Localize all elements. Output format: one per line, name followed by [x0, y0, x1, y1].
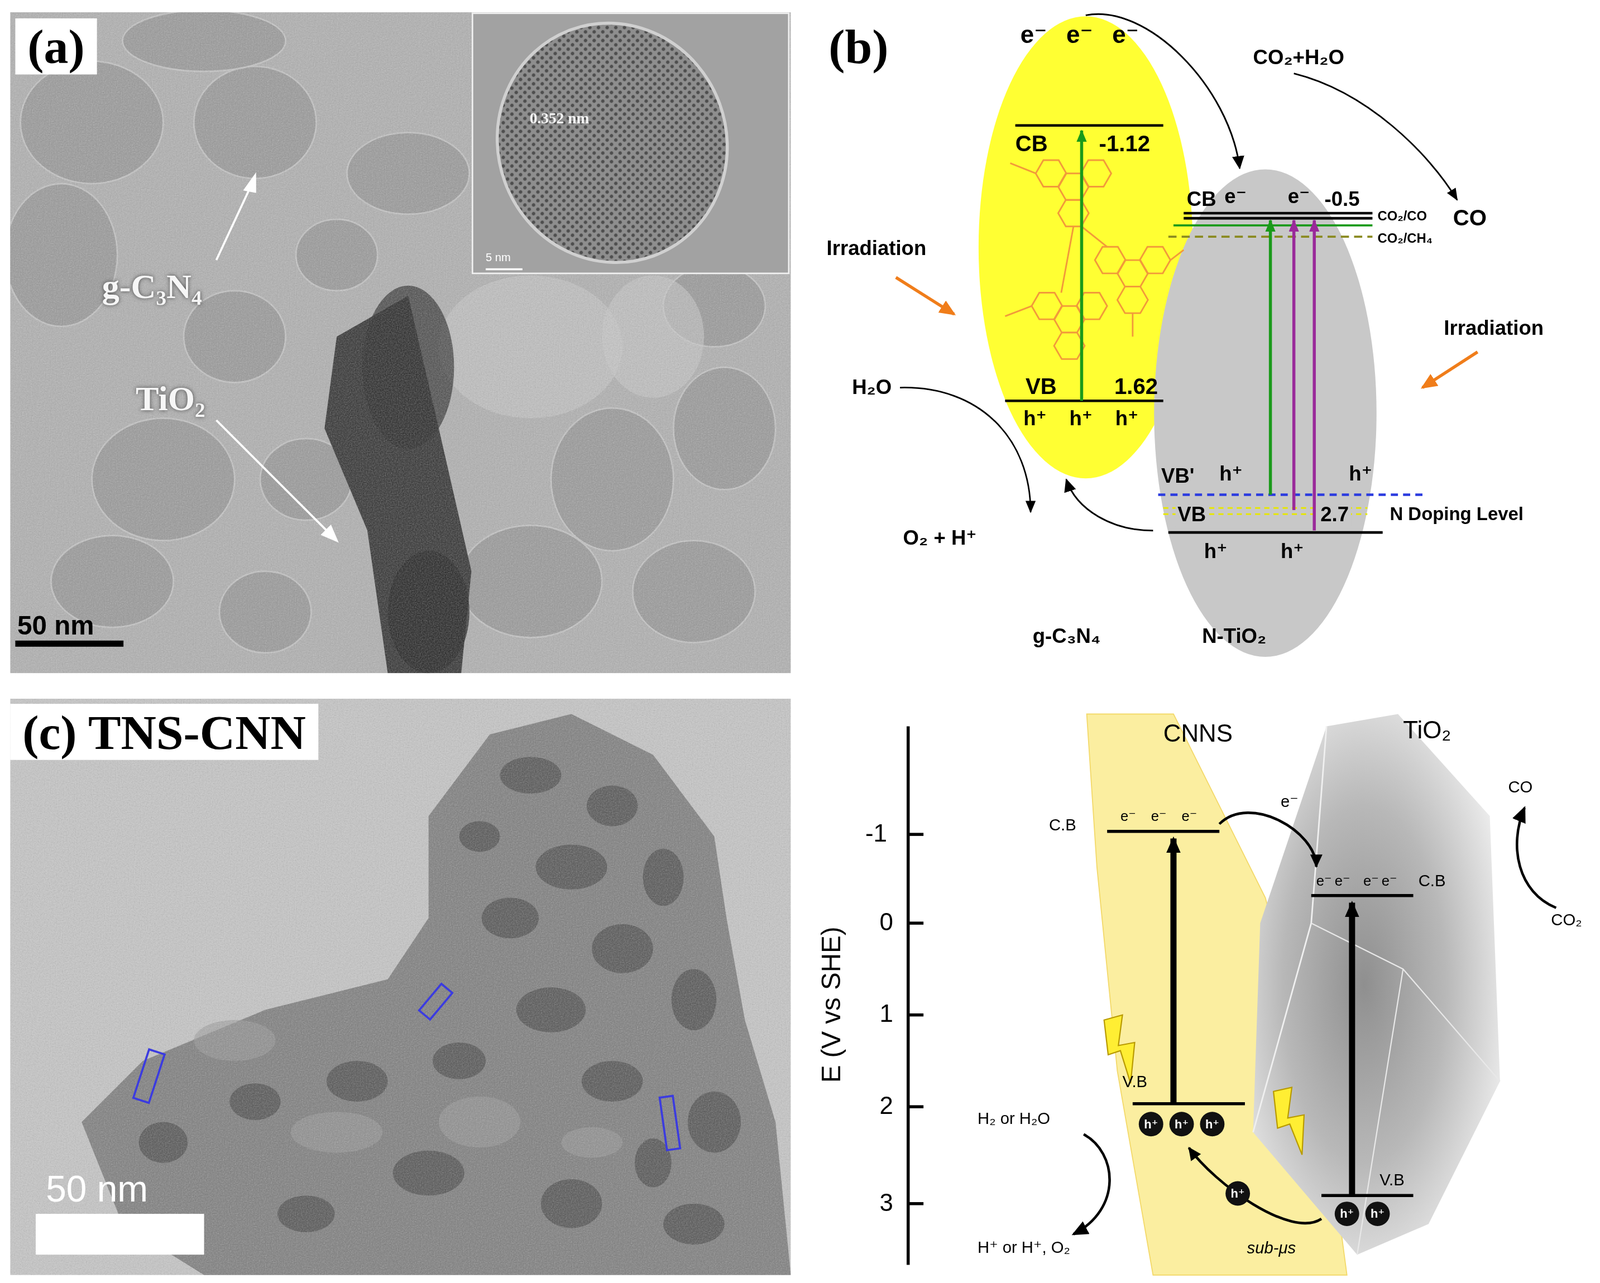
- hole-dot: h⁺: [1225, 1181, 1250, 1207]
- band-label: Irradiation: [1443, 316, 1544, 340]
- axis-title: E (V vs SHE): [815, 926, 848, 1084]
- band-label: H₂O: [851, 375, 892, 400]
- transfer-arrow: [1085, 13, 1240, 169]
- tem-image-a: [10, 12, 791, 674]
- carrier-label: e⁻: [1181, 808, 1198, 825]
- band-label: H⁺ or H⁺, O₂: [977, 1237, 1071, 1258]
- redox-label: CO₂/CO: [1377, 208, 1427, 224]
- light-bolt: [1104, 1015, 1305, 1156]
- carrier-label: e⁻: [1363, 872, 1379, 889]
- hole-dot: h⁺: [1200, 1112, 1225, 1137]
- hole-dot: h⁺: [1365, 1201, 1391, 1227]
- excitation-arrows-b: [896, 130, 1478, 531]
- band-label: e⁻: [1224, 183, 1247, 209]
- node-label: TiO₂: [1402, 716, 1451, 745]
- node-label: N-TiO₂: [1201, 624, 1267, 649]
- axis-tick: -1: [865, 819, 888, 849]
- redox-label: CO₂/CH₄: [1377, 230, 1433, 246]
- lattice-spacing: 0.352 nm: [529, 109, 590, 128]
- band-label: C.B: [1048, 816, 1077, 835]
- band-label: h⁺: [1204, 538, 1228, 564]
- band-label: CB: [1015, 130, 1048, 158]
- band-label: 1.62: [1114, 373, 1158, 401]
- band-label: h⁺: [1069, 405, 1094, 431]
- band-label: CO: [1453, 204, 1487, 232]
- band-label: 2.7: [1318, 503, 1352, 527]
- hole-dot: h⁺: [1334, 1201, 1360, 1227]
- band-label: CO₂: [1550, 911, 1582, 930]
- band-label: e⁻: [1287, 183, 1311, 209]
- transfer-arrow: [1219, 812, 1317, 867]
- scale-label: 5 nm: [485, 251, 511, 264]
- transfer-arrow: [1189, 1148, 1322, 1224]
- axis-tick: 3: [879, 1188, 894, 1218]
- band-label: Irradiation: [826, 236, 927, 261]
- panel-tag: (a): [15, 18, 97, 75]
- carrier-label: e⁻: [1020, 20, 1048, 50]
- band-label: CB: [1186, 187, 1217, 212]
- band-label: C.B: [1418, 872, 1446, 891]
- melem-structure: [1004, 160, 1184, 359]
- band-label: VB: [1175, 503, 1209, 527]
- axis-tick: 0: [879, 908, 894, 937]
- band-lines-b: [1004, 125, 1424, 533]
- band-label: CO: [1507, 778, 1533, 798]
- energy-axis: [908, 726, 924, 1266]
- axis-tick: 1: [879, 999, 894, 1029]
- hole-dot: h⁺: [1138, 1112, 1164, 1137]
- band-label: V.B: [1122, 1073, 1148, 1092]
- hole-dot: h⁺: [1169, 1112, 1195, 1137]
- band-label: h⁺: [1280, 538, 1305, 564]
- reaction-arrows-b: [899, 73, 1458, 513]
- band-label: h⁺: [1219, 461, 1243, 486]
- level-label: N Doping Level: [1389, 504, 1523, 526]
- transfer-arrow: [1066, 479, 1154, 531]
- node-label: CNNS: [1163, 719, 1233, 749]
- panel-tag: (c) TNS-CNN: [10, 703, 319, 761]
- band-label: -1.12: [1099, 130, 1151, 158]
- scale-label: 50 nm: [17, 610, 94, 643]
- material-label: TiO₂: [135, 379, 206, 419]
- time-label: sub-μs: [1247, 1239, 1297, 1259]
- band-label: h⁺: [1348, 461, 1373, 486]
- material-label: g-C₃N₄: [102, 267, 203, 306]
- carrier-label: e⁻: [1066, 20, 1094, 50]
- carrier-label: e⁻: [1151, 808, 1167, 825]
- tem-image-c: [10, 698, 791, 1276]
- carrier-label: e⁻: [1334, 872, 1351, 889]
- carrier-label: e⁻: [1112, 20, 1139, 50]
- axis-tick: 2: [879, 1091, 894, 1121]
- band-label: h⁺: [1023, 405, 1047, 431]
- carrier-label: e⁻: [1316, 872, 1333, 889]
- band-label: e⁻: [1280, 791, 1299, 812]
- band-label: h⁺: [1115, 405, 1139, 431]
- band-label: H₂ or H₂O: [977, 1110, 1051, 1129]
- band-label: -0.5: [1324, 187, 1360, 212]
- carrier-label: e⁻: [1381, 872, 1398, 889]
- carrier-label: e⁻: [1120, 808, 1137, 825]
- node-label: g-C₃N₄: [1032, 624, 1101, 649]
- band-label: VB: [1025, 373, 1057, 401]
- scale-label: 50 nm: [45, 1168, 148, 1212]
- band-label: O₂ + H⁺: [903, 525, 977, 550]
- band-label: CO₂+H₂O: [1253, 45, 1345, 70]
- band-label: VB': [1161, 464, 1195, 488]
- panel-tag: (b): [816, 18, 901, 75]
- node-outline: [1152, 168, 1378, 659]
- material-ellipse: N-TiO₂: [1152, 168, 1378, 659]
- band-label: V.B: [1379, 1171, 1405, 1190]
